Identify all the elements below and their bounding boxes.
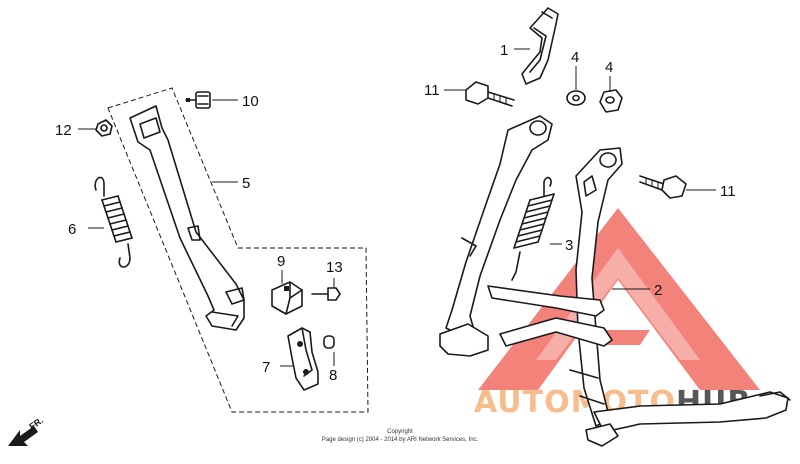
callout-labels: 1 2 3 4 4 5 6 7 8 9 10 11 11 12 13 [55, 42, 736, 384]
callout-12: 12 [55, 122, 72, 139]
callout-13: 13 [326, 259, 343, 276]
callout-10: 10 [242, 93, 259, 110]
pivot-nut [95, 119, 113, 137]
callout-3: 3 [565, 237, 573, 254]
stand-stopper-bracket [521, 7, 559, 85]
callout-8: 8 [329, 367, 337, 384]
switch-bolt [311, 287, 341, 301]
switch-bracket [287, 327, 319, 391]
callout-5: 5 [242, 175, 250, 192]
side-stand-group [94, 87, 369, 413]
side-stand-spring [94, 176, 133, 268]
washer-cap [599, 89, 623, 113]
copyright-line2: Page design (c) 2004 - 2014 by ARI Netwo… [322, 437, 479, 443]
callout-11-upper: 11 [424, 82, 440, 99]
callout-2: 2 [654, 282, 662, 299]
copyright-line1: Copyright [387, 429, 413, 435]
side-stand-outline [107, 87, 369, 413]
callout-1: 1 [500, 42, 508, 59]
main-stand-spring [511, 176, 555, 281]
copyright-notice: Copyright Page design (c) 2004 - 2014 by… [322, 429, 479, 443]
callout-6: 6 [68, 221, 76, 238]
callout-11-right: 11 [720, 183, 736, 200]
main-stand-frame [439, 115, 791, 447]
switch-pin [323, 335, 335, 349]
side-stand-switch [271, 281, 303, 315]
callout-7: 7 [262, 359, 270, 376]
front-direction-indicator: FR. [8, 415, 45, 446]
stand-pivot-bolt-left [465, 81, 515, 107]
callout-9: 9 [277, 253, 285, 270]
callout-4-flat-washer: 4 [571, 49, 579, 66]
callout-4-cap-washer: 4 [605, 59, 613, 76]
leader-lines [78, 48, 716, 367]
washer-flat [566, 90, 586, 106]
front-arrow-icon [8, 426, 38, 446]
stand-pivot-bolt-right [639, 175, 687, 199]
pivot-bolt [185, 91, 211, 109]
main-stand-group [439, 7, 791, 447]
side-stand-bar [129, 105, 245, 331]
